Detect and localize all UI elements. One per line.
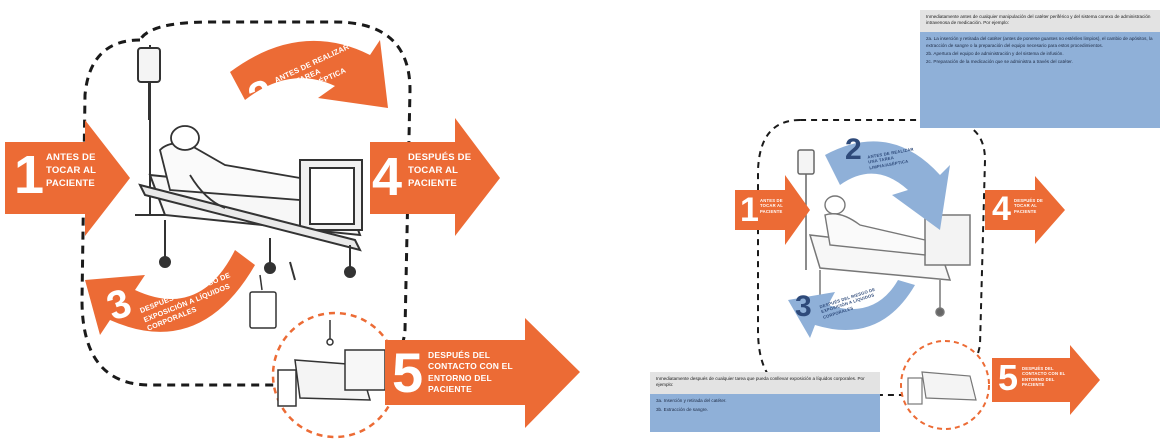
moment-5-number: 5 — [998, 357, 1019, 398]
moment-4-number: 4 — [992, 190, 1011, 228]
top-info-item-2c: 2c. Preparación de la medicación que se … — [926, 58, 1073, 64]
moment-2-number: 2 — [845, 133, 862, 166]
moment-1-label: ANTES DE TOCAR AL PACIENTE — [760, 198, 783, 214]
patient-figure — [159, 125, 301, 209]
moment-5-label: DESPUÉS DEL CONTACTO CON EL ENTORNO DEL … — [428, 350, 513, 395]
moment-1-number: 1 — [740, 191, 759, 229]
moment-4-label: DESPUÉS DE TOCAR AL PACIENTE — [408, 152, 472, 189]
moment-1-number: 1 — [14, 145, 45, 205]
moment-3-number: 3 — [795, 290, 812, 323]
top-info-item-2a: 2a. La inserción y retirada del catéter … — [926, 36, 1153, 48]
environment-furniture — [907, 371, 977, 405]
top-info-heading-box: Inmediatamente antes de cualquier manipu… — [920, 10, 1160, 33]
arrow-3 — [85, 250, 255, 335]
left-diagram: 1 ANTES DE TOCAR AL PACIENTE 2 ANTES DE … — [5, 20, 580, 439]
bottom-info-box: Inmediatamente después de cualquier tare… — [650, 372, 880, 433]
moment-1-label: ANTES DE TOCAR AL PACIENTE — [46, 152, 96, 189]
moment-4-label: DESPUÉS DE TOCAR AL PACIENTE — [1014, 198, 1043, 214]
top-info-box: Inmediatamente antes de cualquier manipu… — [920, 10, 1160, 129]
bottom-info-items-box: 3a. Inserción y retirada del catéter. 3b… — [650, 394, 880, 433]
drainage-bag — [249, 274, 277, 329]
environment-furniture — [277, 320, 386, 407]
bottom-info-heading-box: Inmediatamente después de cualquier tare… — [650, 372, 880, 395]
right-diagram: Inmediatamente antes de cualquier manipu… — [640, 0, 1173, 441]
bottom-info-item-3a: 3a. Inserción y retirada del catéter. — [656, 398, 727, 404]
bottom-info-heading: Inmediatamente después de cualquier tare… — [656, 376, 865, 388]
top-info-heading: Inmediatamente antes de cualquier manipu… — [926, 14, 1151, 26]
arrow-5 — [992, 345, 1100, 415]
left-diagram-graphics — [5, 20, 580, 439]
moment-5-label: DESPUÉS DEL CONTACTO CON EL ENTORNO DEL … — [1022, 366, 1066, 388]
arrow-4 — [985, 176, 1065, 244]
arrow-4 — [370, 118, 500, 236]
moment-4-number: 4 — [372, 147, 403, 207]
arrow-2 — [825, 141, 950, 230]
arrow-3 — [788, 280, 915, 338]
top-info-item-2b: 2b. Apertura del equipo de administració… — [926, 50, 1064, 56]
patient-figure — [824, 195, 926, 256]
top-info-items-box: 2a. La inserción y retirada del catéter … — [920, 32, 1160, 129]
arrow-1 — [5, 120, 130, 236]
patient-zone-boundary — [757, 119, 987, 396]
arrow-1 — [735, 175, 810, 245]
arrow-5 — [385, 318, 580, 428]
bottom-info-item-3b: 3b. Extracción de sangre. — [656, 406, 709, 412]
arrow-2 — [230, 40, 388, 108]
right-diagram-graphics — [735, 119, 1100, 430]
moment-5-number: 5 — [392, 341, 424, 404]
